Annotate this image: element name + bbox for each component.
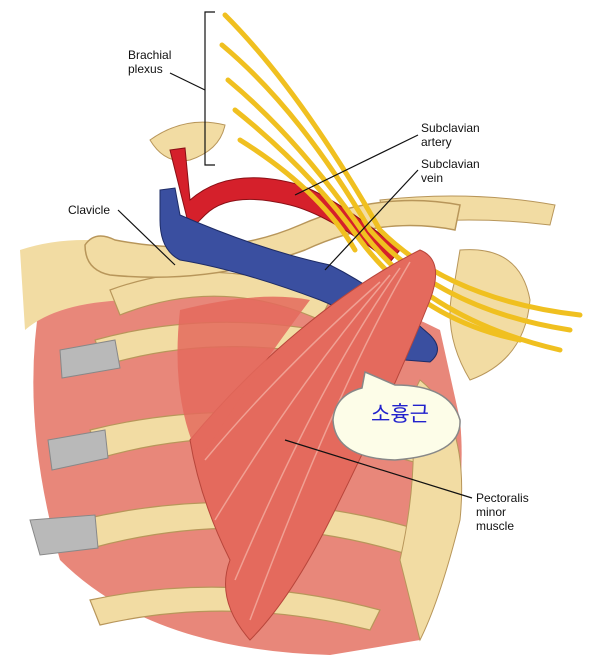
cartilage-3 xyxy=(29,514,99,556)
nerve-4 xyxy=(232,107,523,343)
brachial-plexus-label: Brachial plexus xyxy=(128,48,172,76)
muscle-fibers xyxy=(204,261,411,621)
cartilage-2 xyxy=(47,429,109,471)
subclavian-vein-leader xyxy=(324,169,419,271)
clavicle-label: Clavicle xyxy=(68,203,111,217)
pectoralis-major-muscle xyxy=(177,296,310,460)
clavicle-leader xyxy=(117,209,176,266)
brachial-plexus-bracket xyxy=(204,11,215,166)
nerve-2 xyxy=(219,42,573,333)
brachial-plexus-leader xyxy=(169,72,206,91)
callout-text: 소흉근 xyxy=(371,402,429,426)
subclavian-artery-label: Subclavian artery xyxy=(421,121,480,149)
cartilage-1 xyxy=(59,339,121,379)
humeral-head xyxy=(449,249,531,381)
leader-lines xyxy=(117,11,473,499)
brachial-plexus-nerves xyxy=(219,12,583,353)
subclavian-artery-leader xyxy=(294,134,419,196)
subclavian-vein-label: Subclavian vein xyxy=(421,157,480,185)
callout-bubble xyxy=(332,370,461,461)
nerve-1 xyxy=(222,12,583,318)
pectoralis-minor-label: Pectoralis minor muscle xyxy=(476,491,529,533)
nerve-5 xyxy=(237,137,358,253)
nerve-3 xyxy=(225,77,563,353)
first-rib-top xyxy=(149,121,226,162)
costal-cartilages xyxy=(29,339,121,556)
pectoralis-minor-leader xyxy=(284,439,473,499)
